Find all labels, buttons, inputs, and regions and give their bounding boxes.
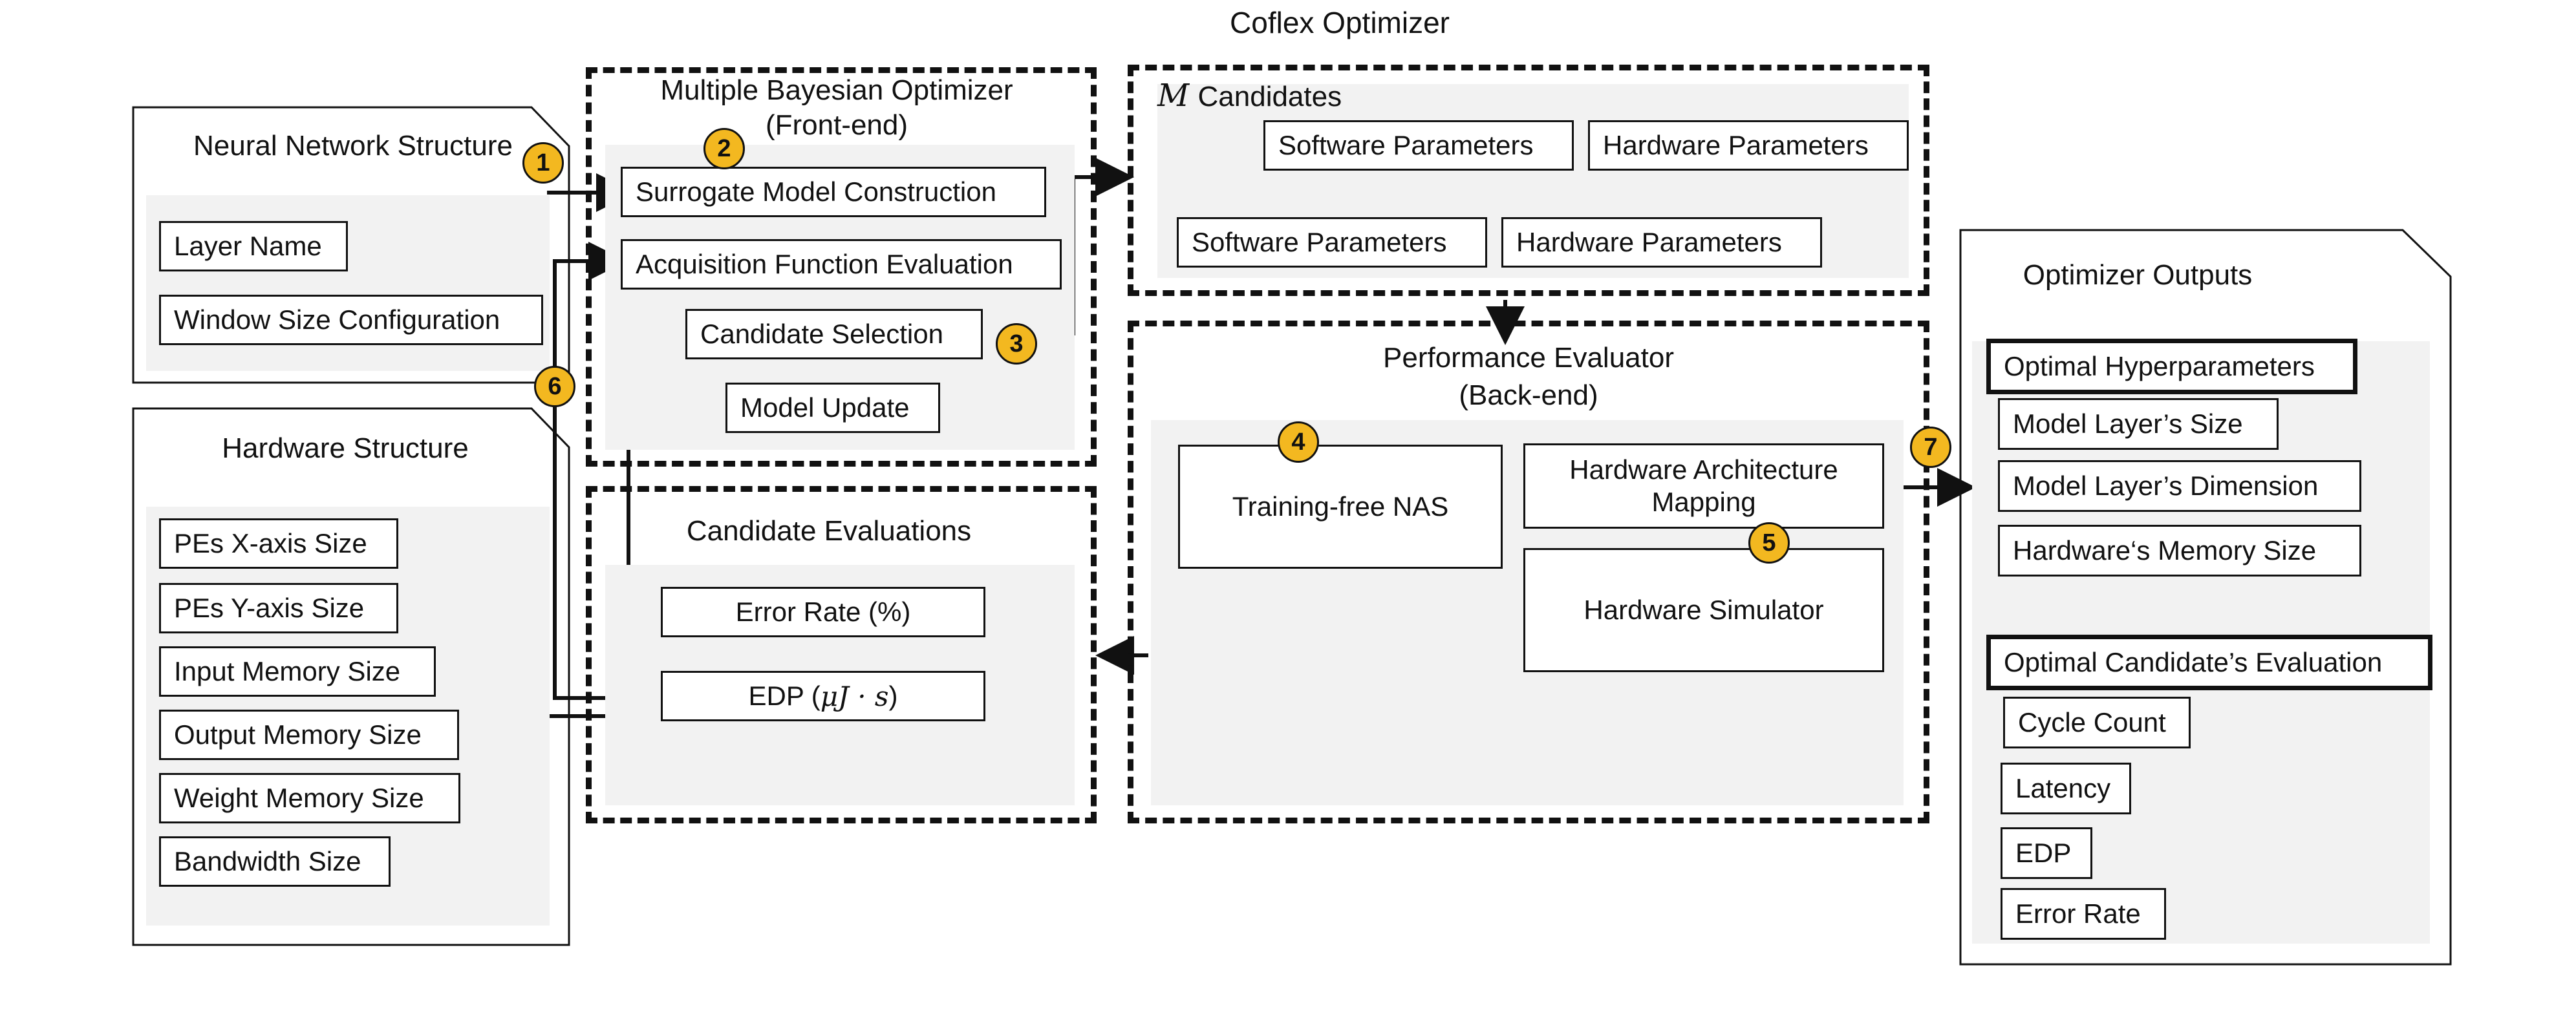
step-badge-3: 3 [996,323,1037,365]
candidate-evaluations-frame [586,486,1097,823]
candidate-hardware-params-2: Hardware Parameters [1501,217,1822,268]
candidates-m-symbol: M [1157,78,1190,114]
hw-item-input-memory: Input Memory Size [159,646,436,697]
nn-item-window-size: Window Size Configuration [159,295,543,345]
hw-item-weight-memory: Weight Memory Size [159,773,460,823]
candidate-evaluations-title: Candidate Evaluations [686,515,972,547]
edp-unit: μJ · s [820,680,889,712]
step-badge-4: 4 [1278,421,1319,463]
mapping-line2: Mapping [1651,487,1756,517]
step-badge-5: 5 [1748,522,1790,564]
eval-error-rate: Error Rate (%) [661,587,985,637]
step-badge-6: 6 [534,366,575,407]
performance-title-line2: (Back-end) [1459,379,1598,411]
step-acquisition-function: Acquisition Function Evaluation [621,239,1062,290]
output-cycle-count: Cycle Count [2003,697,2191,748]
hw-item-output-memory: Output Memory Size [159,710,459,760]
hardware-simulator: Hardware Simulator [1523,548,1884,672]
output-hardware-memory-size: Hardware‘s Memory Size [1998,525,2361,577]
eval-edp: EDP (μJ · s) [661,671,985,721]
output-model-layer-dimension: Model Layer’s Dimension [1998,460,2361,512]
edp-prefix: EDP ( [748,681,821,711]
candidates-heading: M Candidates [1157,80,1342,112]
optimal-candidate-evaluation: Optimal Candidate’s Evaluation [1986,635,2432,690]
training-free-nas: Training-free NAS [1178,445,1503,569]
step-candidate-selection: Candidate Selection [685,309,983,359]
bayesian-optimizer-frame [586,67,1097,467]
output-error-rate: Error Rate [2001,888,2166,940]
diagram-title: Coflex Optimizer [1230,6,1450,39]
performance-evaluator-frame [1128,321,1929,823]
nn-item-layer-name: Layer Name [159,221,348,271]
step-badge-7: 7 [1910,427,1951,468]
candidates-frame [1128,65,1929,296]
edp-suffix: ) [888,681,898,711]
hw-structure-title: Hardware Structure [222,432,469,464]
outputs-title: Optimizer Outputs [2023,259,2253,291]
output-latency: Latency [2001,763,2131,814]
candidate-software-params-1: Software Parameters [1263,120,1574,171]
hw-item-bandwidth: Bandwidth Size [159,836,391,887]
output-model-layer-size: Model Layer’s Size [1998,398,2279,450]
step-model-update: Model Update [725,383,940,433]
output-edp: EDP [2001,827,2092,879]
hw-item-pes-x: PEs X-axis Size [159,518,398,569]
optimal-hyperparameters: Optimal Hyperparameters [1986,339,2357,394]
nn-structure-title: Neural Network Structure [193,130,513,162]
step-badge-2: 2 [703,128,745,169]
bayesian-title-line1: Multiple Bayesian Optimizer [660,74,1013,106]
candidates-title: Candidates [1197,81,1342,112]
candidate-hardware-params-1: Hardware Parameters [1588,120,1909,171]
step-surrogate-model: Surrogate Model Construction [621,167,1046,217]
step-badge-1: 1 [522,142,564,184]
bayesian-title-line2: (Front-end) [765,109,908,141]
performance-title-line1: Performance Evaluator [1383,342,1674,374]
candidate-software-params-2: Software Parameters [1177,217,1487,268]
hw-item-pes-y: PEs Y-axis Size [159,583,398,633]
mapping-line1: Hardware Architecture [1569,454,1838,485]
hardware-architecture-mapping: Hardware Architecture Mapping [1523,443,1884,529]
